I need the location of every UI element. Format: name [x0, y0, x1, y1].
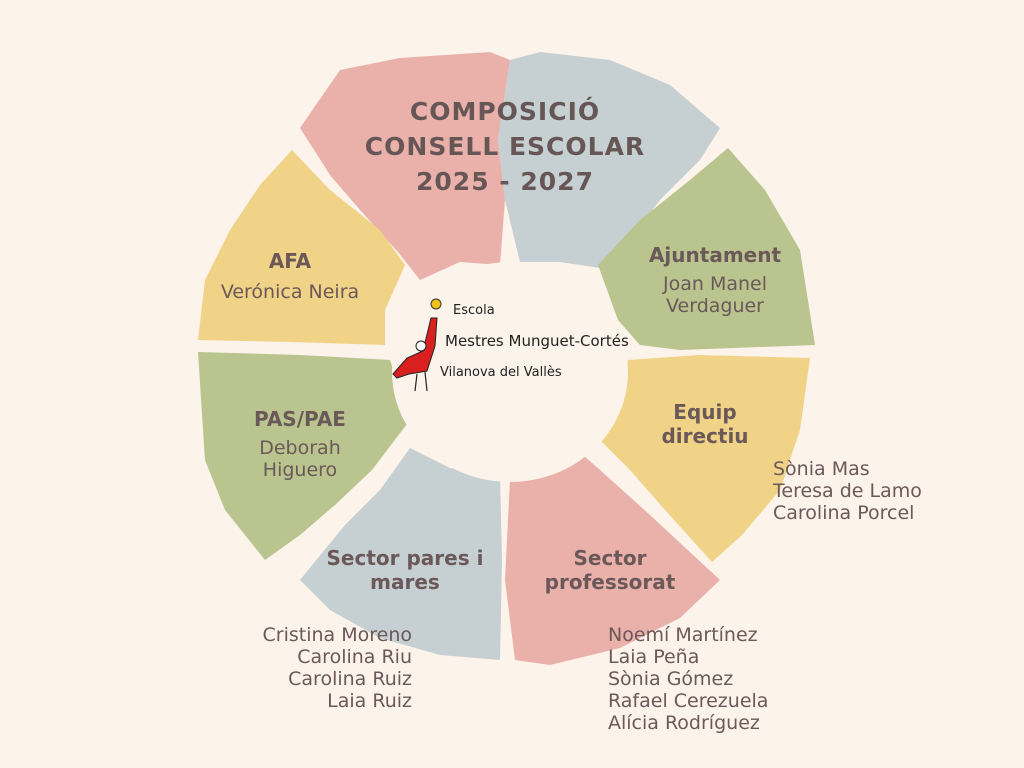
member-name: Laia Ruiz	[327, 690, 412, 712]
member-name: Higuero	[262, 459, 338, 481]
segment-ajuntament	[598, 148, 815, 350]
member-name: Deborah	[259, 437, 341, 459]
segment-professorat	[505, 448, 720, 665]
segment-title-blue	[498, 52, 720, 268]
title-line-2: CONSELL ESCOLAR	[364, 132, 646, 161]
sector-professorat: Sector professorat	[530, 546, 690, 594]
equip-directiu-members: Sònia Mas Teresa de Lamo Carolina Porcel	[773, 458, 922, 524]
sector-heading: directiu	[661, 424, 749, 448]
title-line-1: COMPOSICIÓ	[409, 97, 601, 126]
sector-heading: professorat	[544, 570, 676, 594]
professorat-members: Noemí Martínez Laia Peña Sònia Gómez Raf…	[608, 624, 768, 734]
sector-pas-pae: PAS/PAE Deborah Higuero	[220, 407, 380, 481]
sector-pares-mares: Sector pares i mares	[305, 546, 505, 594]
title-line-3: 2025 - 2027	[416, 167, 594, 196]
center-circle	[392, 262, 628, 482]
member-name: Carolina Riu	[297, 646, 412, 668]
logo-line-2: Mestres Munguet-Cortés	[445, 332, 629, 350]
school-mascot-icon	[392, 298, 442, 392]
segment-title-pink	[300, 52, 510, 280]
logo-line-1: Escola	[453, 303, 495, 318]
sector-heading: Ajuntament	[648, 243, 782, 267]
sector-equip-directiu: Equip directiu	[645, 400, 765, 448]
page-title: COMPOSICIÓ CONSELL ESCOLAR 2025 - 2027	[320, 94, 690, 199]
segment-pares	[300, 448, 502, 660]
segment-pas-pae	[198, 352, 410, 560]
logo-line-3: Vilanova del Vallès	[440, 365, 562, 380]
sector-heading: PAS/PAE	[254, 407, 346, 431]
member-name: Rafael Cerezuela	[608, 690, 769, 712]
segment-equip-directiu	[600, 355, 810, 562]
member-name: Alícia Rodríguez	[608, 712, 760, 734]
sector-afa: AFA Verónica Neira	[205, 249, 375, 303]
school-logo: Escola Mestres Munguet-Cortés Vilanova d…	[385, 296, 629, 400]
sector-heading: Sector pares i	[326, 546, 484, 570]
member-name: Teresa de Lamo	[773, 480, 922, 502]
member-name: Carolina Porcel	[773, 502, 915, 524]
member-name: Noemí Martínez	[608, 624, 758, 646]
member-name: Carolina Ruiz	[288, 668, 412, 690]
sector-heading: AFA	[268, 249, 312, 273]
segment-afa	[198, 150, 405, 345]
sector-heading: Sector	[573, 546, 647, 570]
member-name: Verónica Neira	[220, 281, 360, 303]
sector-heading: mares	[370, 570, 440, 594]
member-name: Joan Manel	[663, 273, 767, 295]
sector-ajuntament: Ajuntament Joan Manel Verdaguer	[630, 243, 800, 317]
member-name: Sònia Gómez	[608, 668, 734, 690]
sector-heading: Equip	[673, 400, 737, 424]
member-name: Cristina Moreno	[262, 624, 412, 646]
member-name: Verdaguer	[666, 295, 764, 317]
member-name: Laia Peña	[608, 646, 700, 668]
member-name: Sònia Mas	[773, 458, 870, 480]
pares-mares-members: Cristina Moreno Carolina Riu Carolina Ru…	[192, 624, 412, 712]
